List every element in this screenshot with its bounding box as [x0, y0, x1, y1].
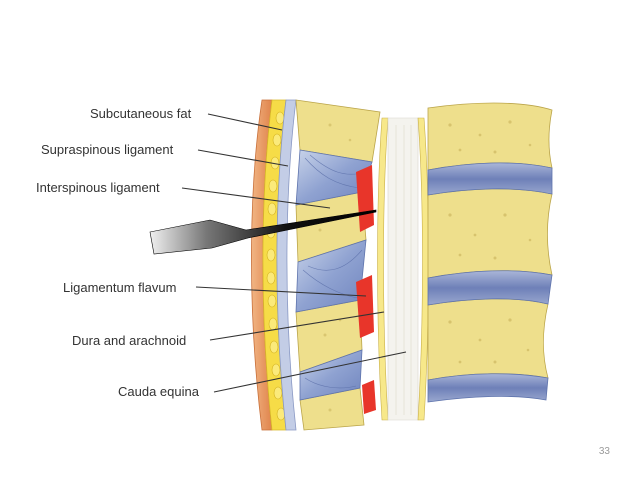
label-supraspinous-ligament: Supraspinous ligament	[41, 142, 174, 157]
label-interspinous-ligament: Interspinous ligament	[36, 180, 160, 195]
label-subcutaneous-fat: Subcutaneous fat	[90, 106, 192, 121]
supraspinous-ligament	[276, 99, 297, 431]
label-cauda-equina: Cauda equina	[118, 384, 199, 399]
label-ligamentum-flavum: Ligamentum flavum	[63, 280, 177, 295]
interspinous-ligaments	[295, 149, 373, 401]
leader-line-subcutaneous-fat	[207, 113, 283, 131]
vertebral-bodies	[427, 102, 553, 381]
intervertebral-discs	[427, 162, 553, 403]
dura-and-arachnoid-sac	[377, 117, 429, 421]
leader-lines	[181, 113, 407, 393]
page-number: 33	[598, 446, 610, 457]
spinal-needle	[149, 209, 377, 255]
subcutaneous-fat-layer	[262, 99, 287, 431]
leader-line-interspinous-ligament	[181, 187, 331, 209]
leader-line-cauda-equina	[213, 351, 407, 393]
leader-line-supraspinous-ligament	[197, 149, 289, 167]
leader-line-dura-and-arachnoid	[209, 311, 385, 341]
leader-line-ligamentum-flavum	[195, 286, 367, 297]
label-dura-and-arachnoid: Dura and arachnoid	[72, 333, 187, 348]
